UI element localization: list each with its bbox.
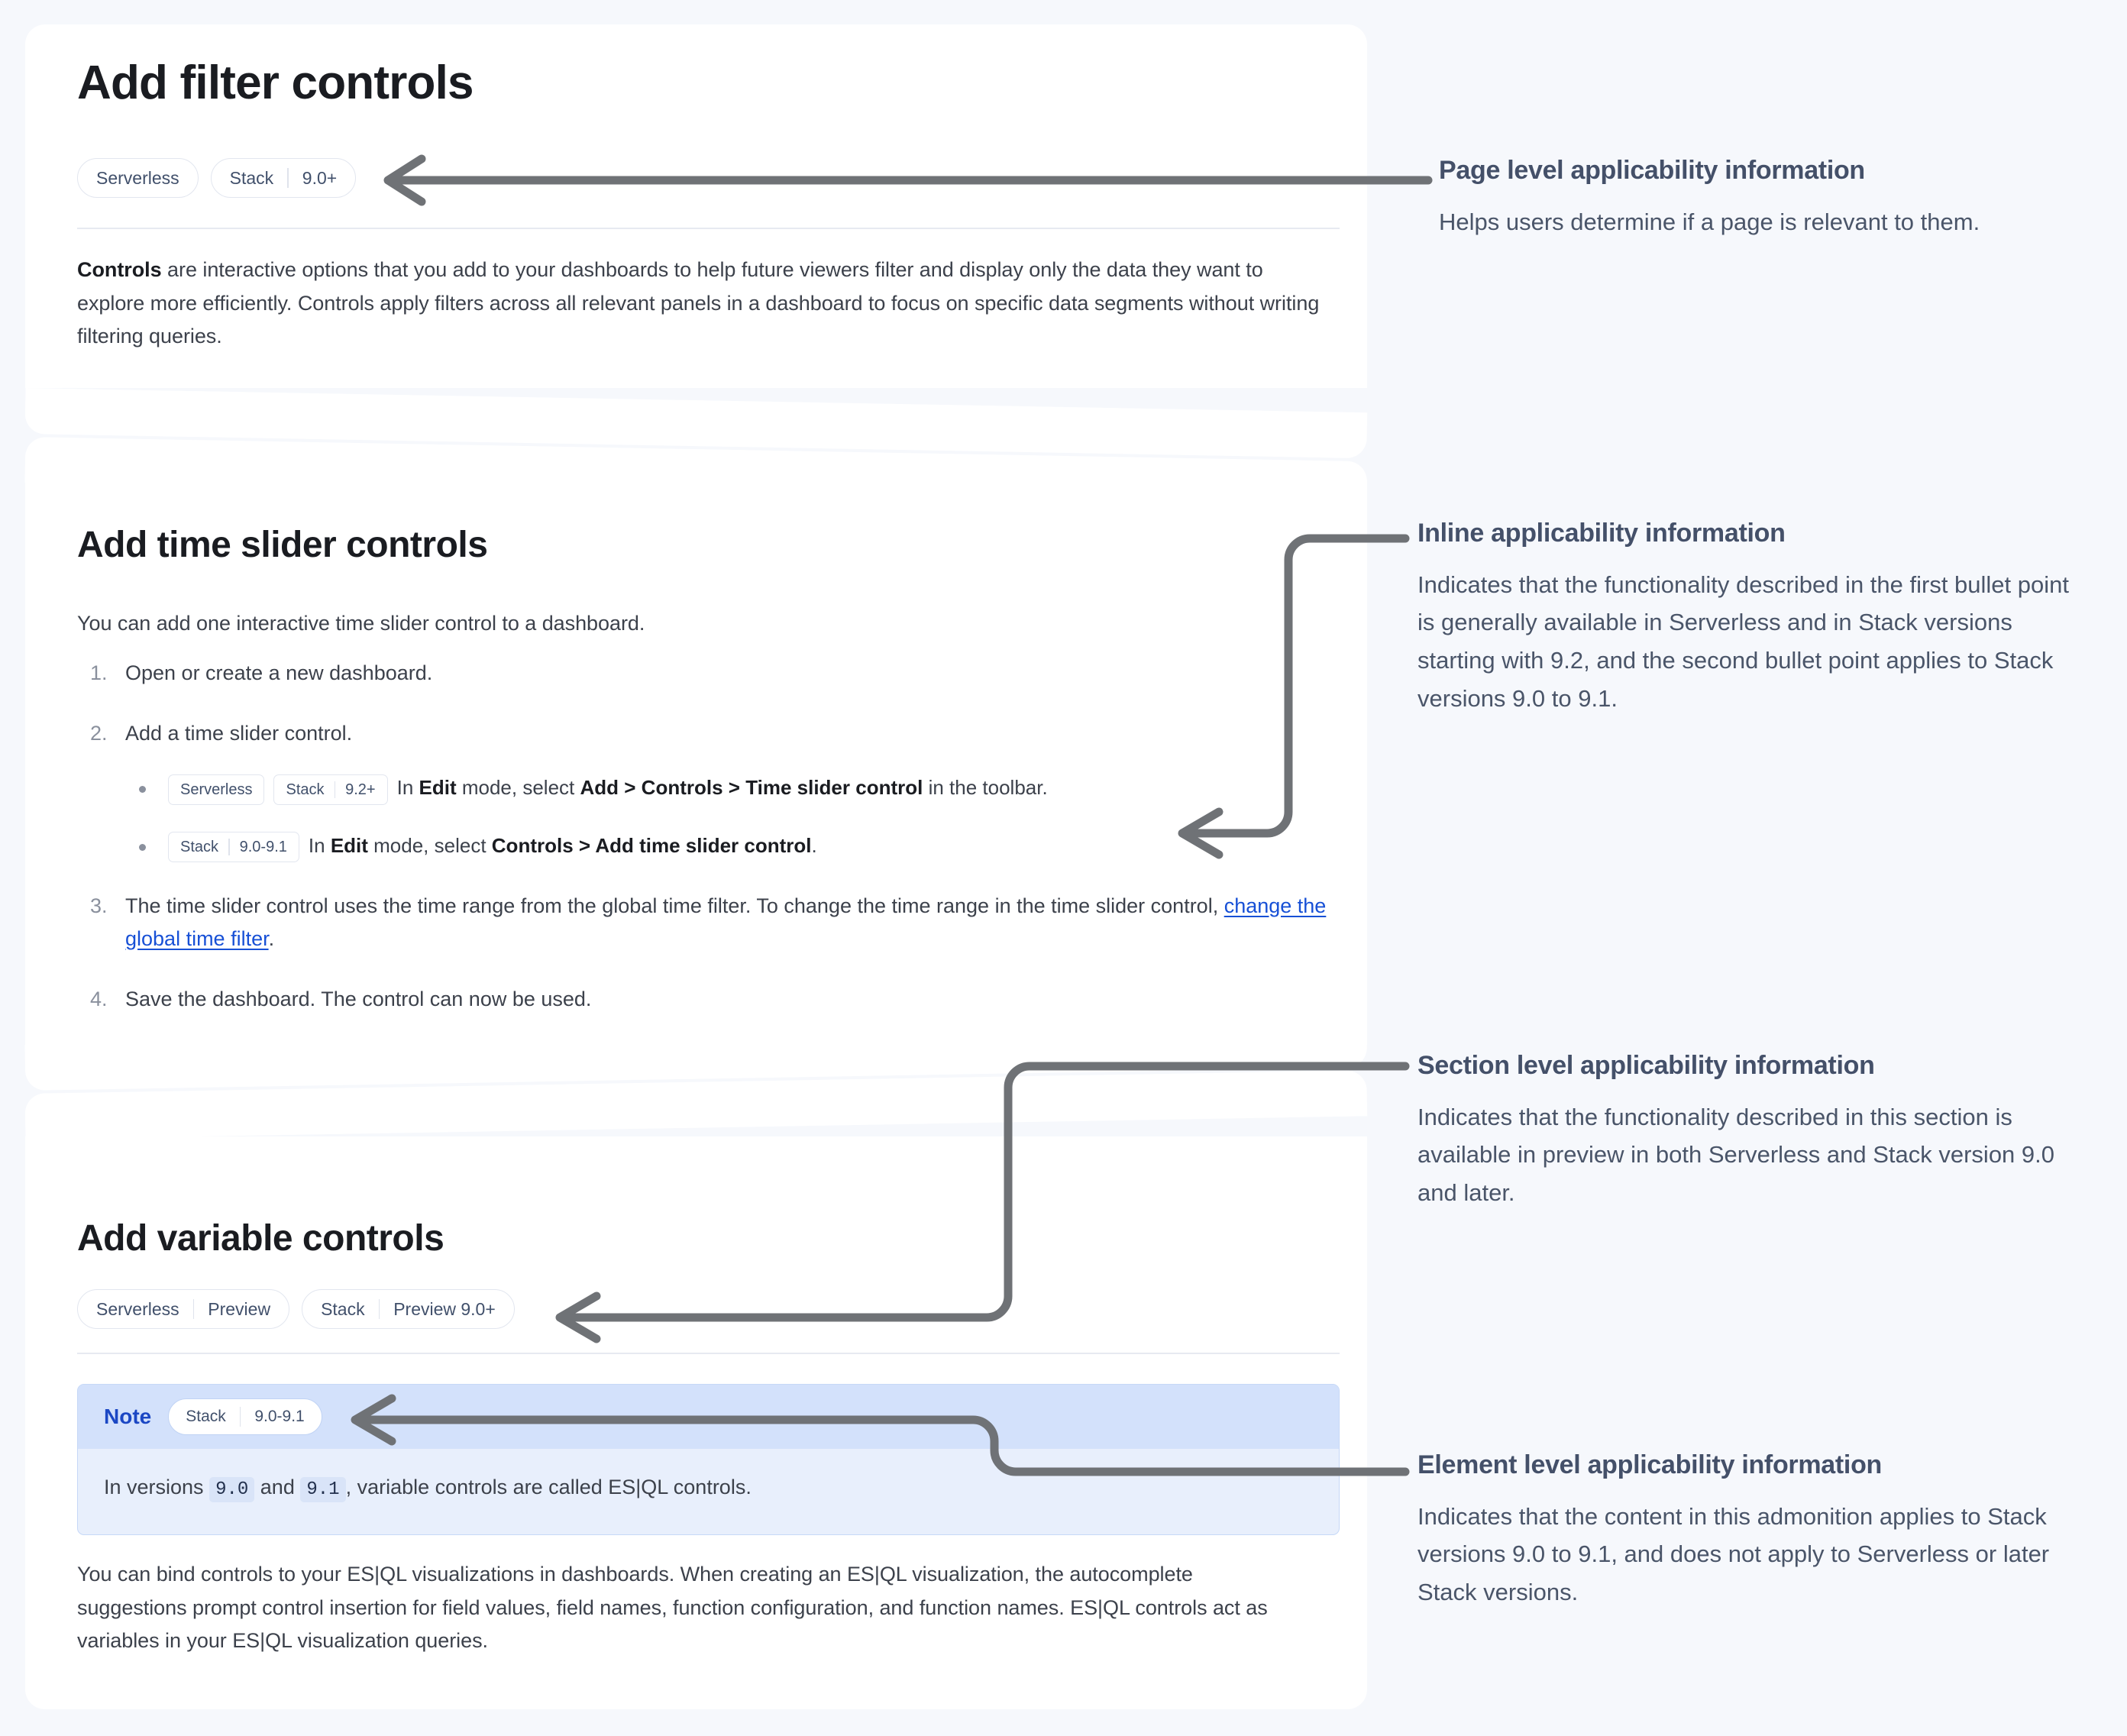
step-item: Open or create a new dashboard. (84, 657, 1337, 690)
annotation-body: Indicates that the functionality describ… (1417, 571, 2069, 712)
annotation-body: Helps users determine if a page is relev… (1439, 208, 1980, 235)
section-applicability-badges: Serverless Preview Stack Preview 9.0+ (77, 1289, 515, 1329)
step-item: Save the dashboard. The control can now … (84, 983, 1337, 1016)
badge-separator (378, 1299, 380, 1319)
badge-name: Stack (321, 1298, 365, 1319)
intro-paragraph: Controls are interactive options that yo… (77, 254, 1322, 354)
badge-name: Stack (229, 167, 274, 188)
page-title: Add filter controls (77, 57, 474, 109)
doc-panel-top (25, 24, 1367, 406)
badge-serverless[interactable]: Serverless (77, 158, 199, 198)
badge-version: 9.0-9.1 (239, 838, 287, 855)
version-code-90: 9.0 (209, 1477, 255, 1502)
note-body: In versions 9.0 and 9.1, variable contro… (78, 1449, 1339, 1534)
ui-term: Add time slider control (595, 833, 812, 857)
ui-term: Add (580, 776, 619, 800)
annotation-inline: Inline applicability information Indicat… (1417, 518, 2090, 717)
inline-badge-serverless[interactable]: Serverless (168, 774, 265, 805)
note-text-after: , variable controls are called ES|QL con… (345, 1476, 752, 1498)
annotation-title: Page level applicability information (1439, 156, 1865, 185)
bullet-suffix: . (811, 833, 817, 857)
badge-version: Preview 9.0+ (393, 1298, 496, 1319)
menu-chevron: > (619, 776, 642, 800)
page-applicability-badges: Serverless Stack 9.0+ (77, 158, 357, 198)
time-slider-lead: You can add one interactive time slider … (77, 612, 645, 635)
ui-term: Time slider control (745, 776, 923, 800)
inline-applicability-bullets: Serverless Stack 9.2+ In Edit mode, sele… (125, 773, 1337, 862)
list-item: Stack 9.0-9.1 In Edit mode, select Contr… (125, 831, 1337, 862)
badge-name: Stack (286, 781, 325, 798)
badge-name: Serverless (96, 1298, 179, 1319)
badge-separator (228, 838, 230, 855)
intro-lead: Controls (77, 258, 162, 281)
step-text: Open or create a new dashboard. (125, 661, 433, 684)
annotation-body: Indicates that the content in this admon… (1417, 1502, 2050, 1605)
step-item: The time slider control uses the time ra… (84, 890, 1337, 955)
note-header: Note Stack 9.0-9.1 (78, 1385, 1339, 1449)
step-text: Add a time slider control. (125, 722, 353, 745)
note-text-mid: and (254, 1476, 301, 1498)
annotation-body: Indicates that the functionality describ… (1417, 1103, 2055, 1206)
bullet-suffix: in the toolbar. (923, 776, 1048, 800)
note-badge-stack[interactable]: Stack 9.0-9.1 (168, 1398, 322, 1435)
section-title-time-slider: Add time slider controls (77, 525, 488, 565)
time-slider-steps: Open or create a new dashboard. Add a ti… (84, 657, 1337, 1043)
badge-name: Serverless (180, 781, 253, 798)
section-title-variable-controls: Add variable controls (77, 1218, 444, 1259)
badge-serverless-preview[interactable]: Serverless Preview (77, 1289, 290, 1329)
bullet-prefix: In (308, 833, 331, 857)
list-item: Serverless Stack 9.2+ In Edit mode, sele… (125, 773, 1337, 805)
title-divider (77, 228, 1340, 229)
menu-chevron: > (573, 833, 596, 857)
annotation-section-level: Section level applicability information … (1417, 1050, 2090, 1212)
note-label: Note (104, 1405, 152, 1428)
ui-term: Edit (419, 776, 457, 800)
badge-stack[interactable]: Stack 9.0+ (210, 158, 357, 198)
badge-separator (192, 1299, 195, 1319)
annotation-title: Inline applicability information (1417, 519, 1786, 548)
step-text-after: . (268, 926, 275, 950)
badge-name: Stack (186, 1408, 226, 1425)
intro-rest: are interactive options that you add to … (77, 258, 1320, 348)
annotation-element-level: Element level applicability information … (1417, 1450, 2090, 1612)
bullet-mid: mode, select (456, 776, 580, 800)
ui-term: Edit (330, 833, 368, 857)
note-admonition: Note Stack 9.0-9.1 In versions 9.0 and 9… (77, 1384, 1340, 1535)
annotation-page-level: Page level applicability information Hel… (1439, 155, 2111, 241)
badge-version: 9.0-9.1 (254, 1408, 305, 1425)
badge-stack-preview[interactable]: Stack Preview 9.0+ (302, 1289, 515, 1329)
badge-separator (287, 168, 289, 188)
badge-separator (334, 781, 336, 798)
inline-badge-stack[interactable]: Stack 9.0-9.1 (168, 831, 299, 862)
global-time-filter-link[interactable]: change the global time filter (125, 894, 1327, 950)
inline-badge-stack[interactable]: Stack 9.2+ (273, 774, 388, 805)
variable-controls-paragraph: You can bind controls to your ES|QL visu… (77, 1563, 1268, 1653)
note-text-before: In versions (104, 1476, 210, 1498)
badge-version: Preview (208, 1298, 271, 1319)
version-code-91: 9.1 (300, 1477, 346, 1502)
step-text: The time slider control uses the time ra… (125, 894, 1224, 917)
bullet-mid: mode, select (367, 833, 492, 857)
annotation-title: Element level applicability information (1417, 1450, 1883, 1479)
step-text: Save the dashboard. The control can now … (125, 988, 592, 1010)
ui-term: Controls (491, 833, 574, 857)
badge-separator (239, 1407, 241, 1427)
badge-name: Stack (180, 838, 219, 855)
bullet-prefix: In (396, 776, 419, 800)
badge-version: 9.2+ (345, 781, 376, 798)
badge-name: Serverless (96, 167, 179, 188)
step-item: Add a time slider control. Serverless St… (84, 717, 1337, 862)
annotation-title: Section level applicability information (1417, 1051, 1875, 1080)
section-divider (77, 1353, 1340, 1354)
menu-chevron: > (722, 776, 746, 800)
ui-term: Controls (641, 776, 723, 800)
badge-version: 9.0+ (302, 167, 338, 188)
